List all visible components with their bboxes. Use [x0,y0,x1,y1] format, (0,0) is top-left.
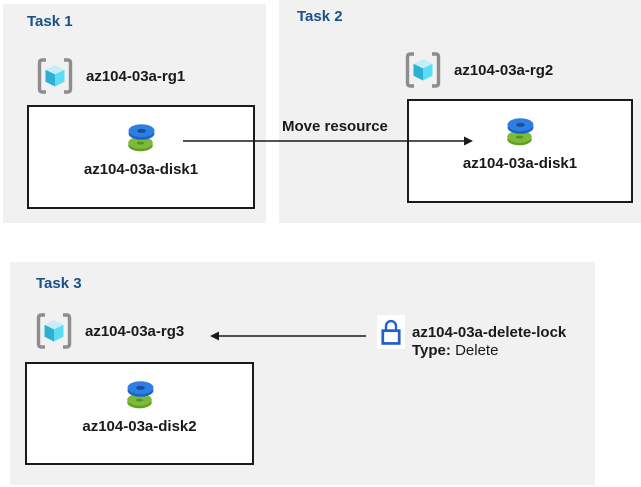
lock-label-block: az104-03a-delete-lock Type: Delete [412,324,566,360]
resource-group-icon [36,313,72,349]
resource-group-name: az104-03a-rg3 [85,322,185,340]
lock-icon [381,319,401,345]
task1-disk-box: az104-03a-disk1 [27,105,255,209]
task3-title: Task 3 [36,275,82,292]
move-resource-label: Move resource [282,118,388,135]
disk-icon [128,124,155,152]
disk-icon [507,118,534,146]
resource-group-icon [37,58,73,94]
task1-panel: Task 1 az104-03a-rg1 az104-03a-disk1 [3,4,266,223]
resource-group-name: az104-03a-rg1 [86,67,186,85]
lock-icon-background [377,315,405,349]
lock-type-value: Delete [455,342,499,359]
task2-title: Task 2 [297,8,343,25]
task2-resource-group: az104-03a-rg2 [403,51,553,89]
task3-resource-group: az104-03a-rg3 [34,312,184,350]
resource-group-name: az104-03a-rg2 [454,61,554,79]
task2-disk-box: az104-03a-disk1 [407,99,633,203]
disk-name: az104-03a-disk2 [82,418,197,435]
task2-panel: Task 2 az104-03a-rg2 az104-03a-disk1 [279,0,641,223]
lock-type-label: Type: [412,342,451,359]
task3-disk-box: az104-03a-disk2 [25,362,254,465]
disk-icon [126,381,153,409]
task1-resource-group: az104-03a-rg1 [35,57,185,95]
lock-type-line: Type: Delete [412,342,566,360]
disk-name: az104-03a-disk1 [83,161,199,178]
resource-group-icon [405,52,441,88]
task1-title: Task 1 [27,13,73,30]
task3-panel: Task 3 az104-03a-rg3 az104-03a-disk2 [10,262,595,485]
lock-name: az104-03a-delete-lock [412,324,567,341]
disk-name: az104-03a-disk1 [462,155,578,172]
